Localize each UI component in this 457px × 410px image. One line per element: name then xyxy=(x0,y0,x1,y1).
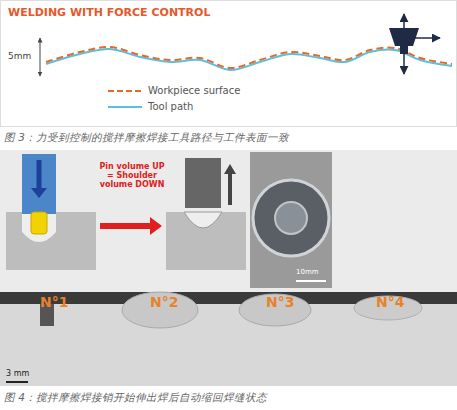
weld-cavity xyxy=(184,212,222,228)
down-arrowhead xyxy=(31,188,47,198)
panel-frame xyxy=(1,1,457,127)
figure-caption: 图 3：力受到控制的搅拌摩擦焊接工具路径与工件表面一致 xyxy=(4,131,453,143)
section-number: N°1 xyxy=(40,294,90,310)
up-arrow xyxy=(228,172,232,205)
cross-sections xyxy=(0,292,457,386)
legend-sample xyxy=(108,103,142,111)
transition-arrow xyxy=(100,217,162,235)
tool-schematic xyxy=(6,154,96,270)
down-arrow xyxy=(37,160,42,190)
pin-mark xyxy=(275,202,307,234)
workpiece-surface-line xyxy=(46,47,452,68)
figure-caption: 图 4：搅拌摩擦焊接销开始伸出焊后自动缩回焊缝状态 xyxy=(4,391,453,403)
legend-line xyxy=(108,106,142,108)
panel-background xyxy=(0,150,457,386)
wave-group xyxy=(46,47,452,70)
workpiece xyxy=(6,212,96,270)
legend-sample xyxy=(108,87,142,95)
workpiece xyxy=(166,212,246,270)
legend-text: Tool path xyxy=(148,101,193,112)
tool-symbol xyxy=(389,14,440,74)
section-number: N°4 xyxy=(376,294,426,310)
photo-background xyxy=(250,152,332,288)
tool-body xyxy=(22,154,56,214)
legend-entry: Tool path xyxy=(108,101,193,112)
section-number: N°3 xyxy=(266,294,316,310)
scale-bar xyxy=(296,280,326,282)
legend-line xyxy=(108,90,142,92)
tool-pin xyxy=(31,212,47,234)
section-number: N°2 xyxy=(150,294,200,310)
up-arrowhead xyxy=(224,164,236,174)
panel-heading: WELDING WITH FORCE CONTROL xyxy=(8,7,308,20)
dimension-label: 5mm xyxy=(8,51,40,61)
legend-text: Workpiece surface xyxy=(148,85,240,96)
weld-spot xyxy=(253,180,329,256)
tool-shoulder xyxy=(389,28,419,46)
scale-label: 10mm xyxy=(296,268,330,276)
tool-schematic xyxy=(166,158,246,270)
tool-body xyxy=(185,158,221,208)
legend-entry: Workpiece surface xyxy=(108,85,240,96)
scale-bar xyxy=(6,381,28,383)
section-strip xyxy=(0,292,457,386)
weld-photo xyxy=(250,152,332,288)
transition-note: Pin volume UP = Shoulder volume DOWN xyxy=(98,162,166,190)
tool-path-line xyxy=(46,49,452,70)
tool-pin xyxy=(400,46,408,54)
weld-cavity xyxy=(22,212,56,242)
scale-label: 3 mm xyxy=(6,369,46,378)
dimension-arrow xyxy=(40,38,41,76)
